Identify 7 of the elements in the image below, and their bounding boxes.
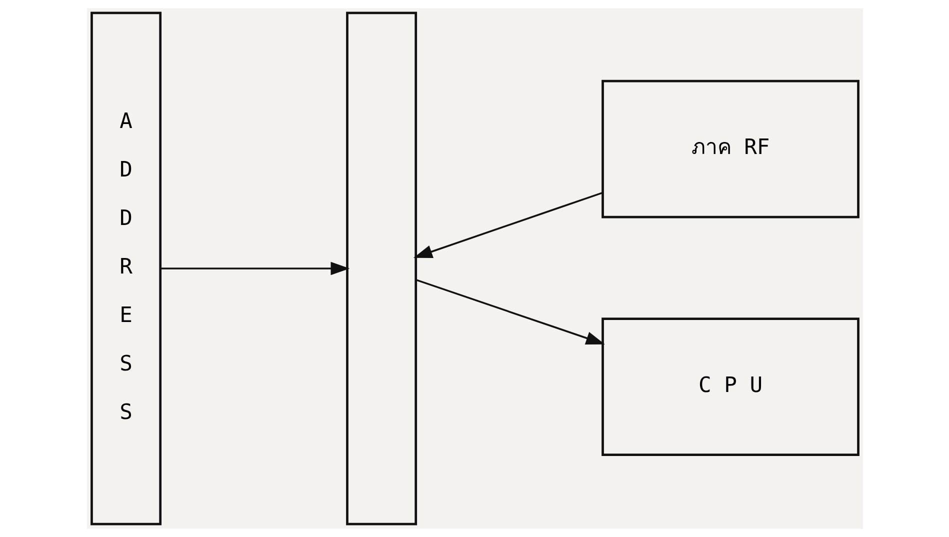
arrow bbox=[412, 192, 602, 258]
node-box: A D D R E S S bbox=[90, 12, 162, 526]
arrow bbox=[160, 262, 350, 276]
node-box bbox=[346, 12, 417, 526]
node-box: ภาค RF bbox=[601, 80, 859, 218]
arrow bbox=[415, 279, 604, 344]
node-box: C P U bbox=[601, 318, 859, 456]
